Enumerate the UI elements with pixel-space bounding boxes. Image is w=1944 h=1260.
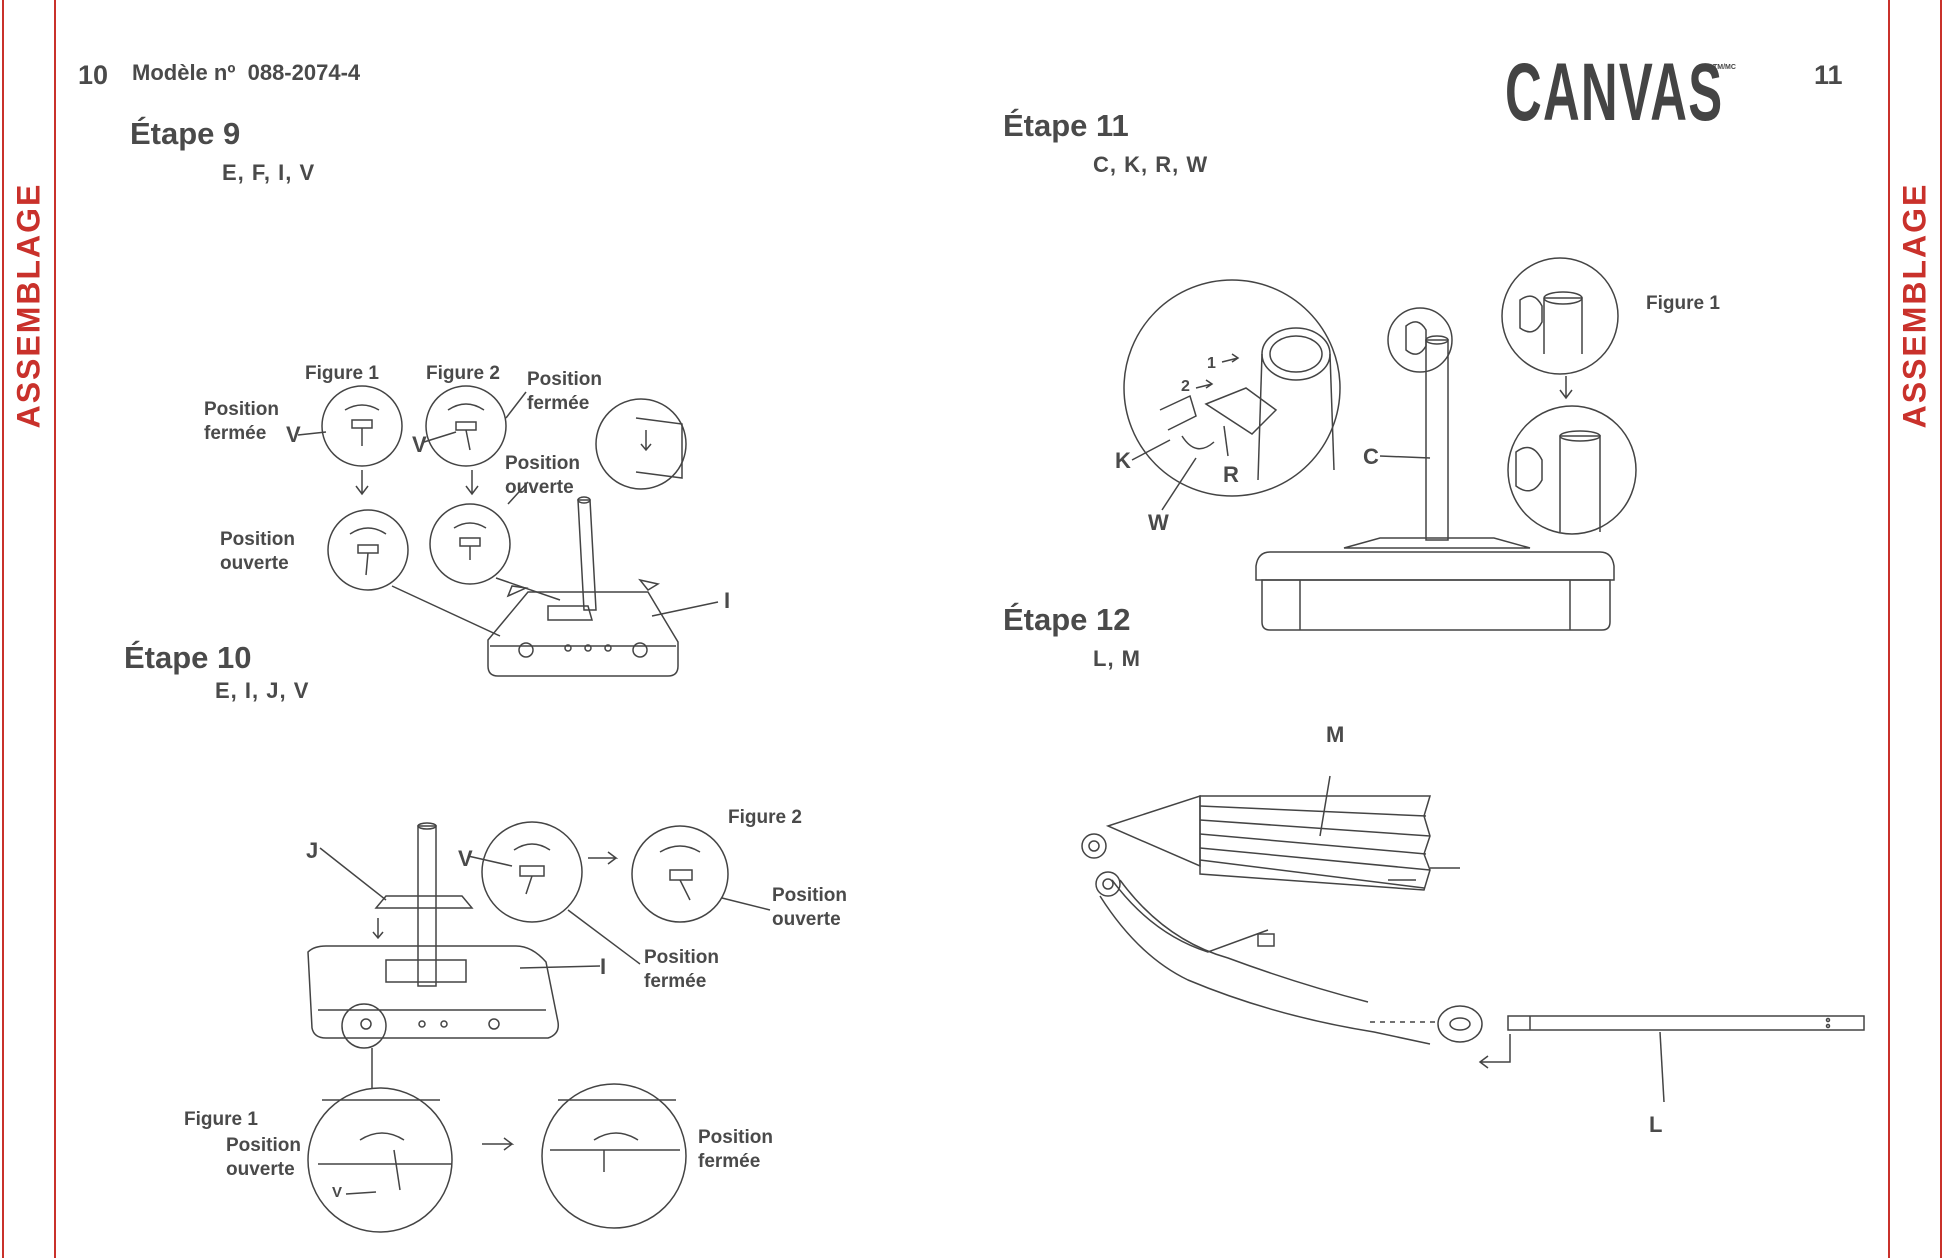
step12-parts: L, M: [1093, 646, 1141, 671]
page-number-left: 10: [78, 60, 109, 90]
step9-letter-v1: V: [286, 422, 301, 447]
step9-figure2-label: Figure 2: [426, 363, 500, 384]
step10-position-fermee-2: Position fermée: [698, 1127, 773, 1172]
step10-letter-v-small: V: [332, 1184, 343, 1201]
step12-letter-m: M: [1326, 722, 1345, 747]
left-red-border: [2, 0, 56, 1258]
step11-figure1-bottom: [1507, 405, 1637, 535]
step10-position-ouverte-2: Position ouverte: [226, 1135, 301, 1180]
step9-dial-open-1: [327, 509, 409, 591]
step11-letter-w: W: [1148, 510, 1169, 535]
step9-dial-closed-2: [425, 385, 507, 467]
step11-num-2: 2: [1181, 378, 1190, 395]
step10-position-ouverte-1: Position ouverte: [772, 885, 847, 930]
step9-position-ouverte-2: Position ouverte: [220, 529, 295, 574]
canvas-logo: CANVAS: [1505, 47, 1724, 138]
step9-pole-detail: [595, 398, 687, 490]
step11-title: Étape 11: [1003, 108, 1129, 143]
step10-letter-j: J: [306, 838, 319, 863]
step10-position-fermee-1: Position fermée: [644, 947, 719, 992]
step10-figure2-label: Figure 2: [728, 807, 802, 828]
step11-letter-k: K: [1115, 448, 1131, 473]
step12-diagram: [1081, 775, 1865, 1103]
step11-figure1-top: [1501, 257, 1619, 375]
step11-num-1: 1: [1207, 355, 1216, 372]
step10-title: Étape 10: [124, 640, 252, 675]
step11-letter-c: C: [1363, 444, 1379, 469]
step11-letter-r: R: [1223, 462, 1239, 487]
step11-diagram: [1123, 257, 1637, 631]
step10-parts: E, I, J, V: [215, 678, 310, 703]
step9-letter-i: I: [724, 588, 731, 613]
step9-diagram: [297, 385, 719, 677]
step10-dial-4: [541, 1083, 687, 1229]
step11-parts: C, K, R, W: [1093, 152, 1209, 177]
step9-position-fermee-1: Position fermée: [204, 399, 279, 444]
step9-dial-closed-1: [321, 385, 403, 467]
step9-position-ouverte-1: Position ouverte: [505, 453, 580, 498]
step9-parts: E, F, I, V: [222, 160, 316, 185]
step12-title: Étape 12: [1003, 602, 1131, 637]
page-number-right: 11: [1814, 60, 1843, 90]
step10-figure1-label: Figure 1: [184, 1109, 258, 1130]
step9-title: Étape 9: [130, 116, 241, 151]
step9-figure1-label: Figure 1: [305, 363, 379, 384]
step10-letter-v: V: [458, 846, 473, 871]
step10-dial-3: [307, 1087, 453, 1233]
trademark-mark: TM/MC: [1713, 64, 1736, 71]
model-number: Modèle nº 088-2074-4: [132, 60, 361, 85]
step12-letter-l: L: [1649, 1112, 1663, 1137]
step10-letter-i: I: [600, 954, 607, 979]
step9-letter-v2: V: [412, 432, 427, 457]
step11-knob-detail: [1387, 307, 1453, 373]
right-red-border: [1888, 0, 1942, 1258]
step9-position-fermee-2: Position fermée: [527, 369, 602, 414]
step11-figure1-label: Figure 1: [1646, 293, 1720, 314]
step10-dial-1: [481, 821, 583, 923]
step10-dial-2: [631, 825, 729, 923]
step9-dial-open-2: [429, 503, 511, 585]
step10-diagram: [307, 821, 771, 1233]
step11-zoom-detail: [1123, 279, 1341, 497]
